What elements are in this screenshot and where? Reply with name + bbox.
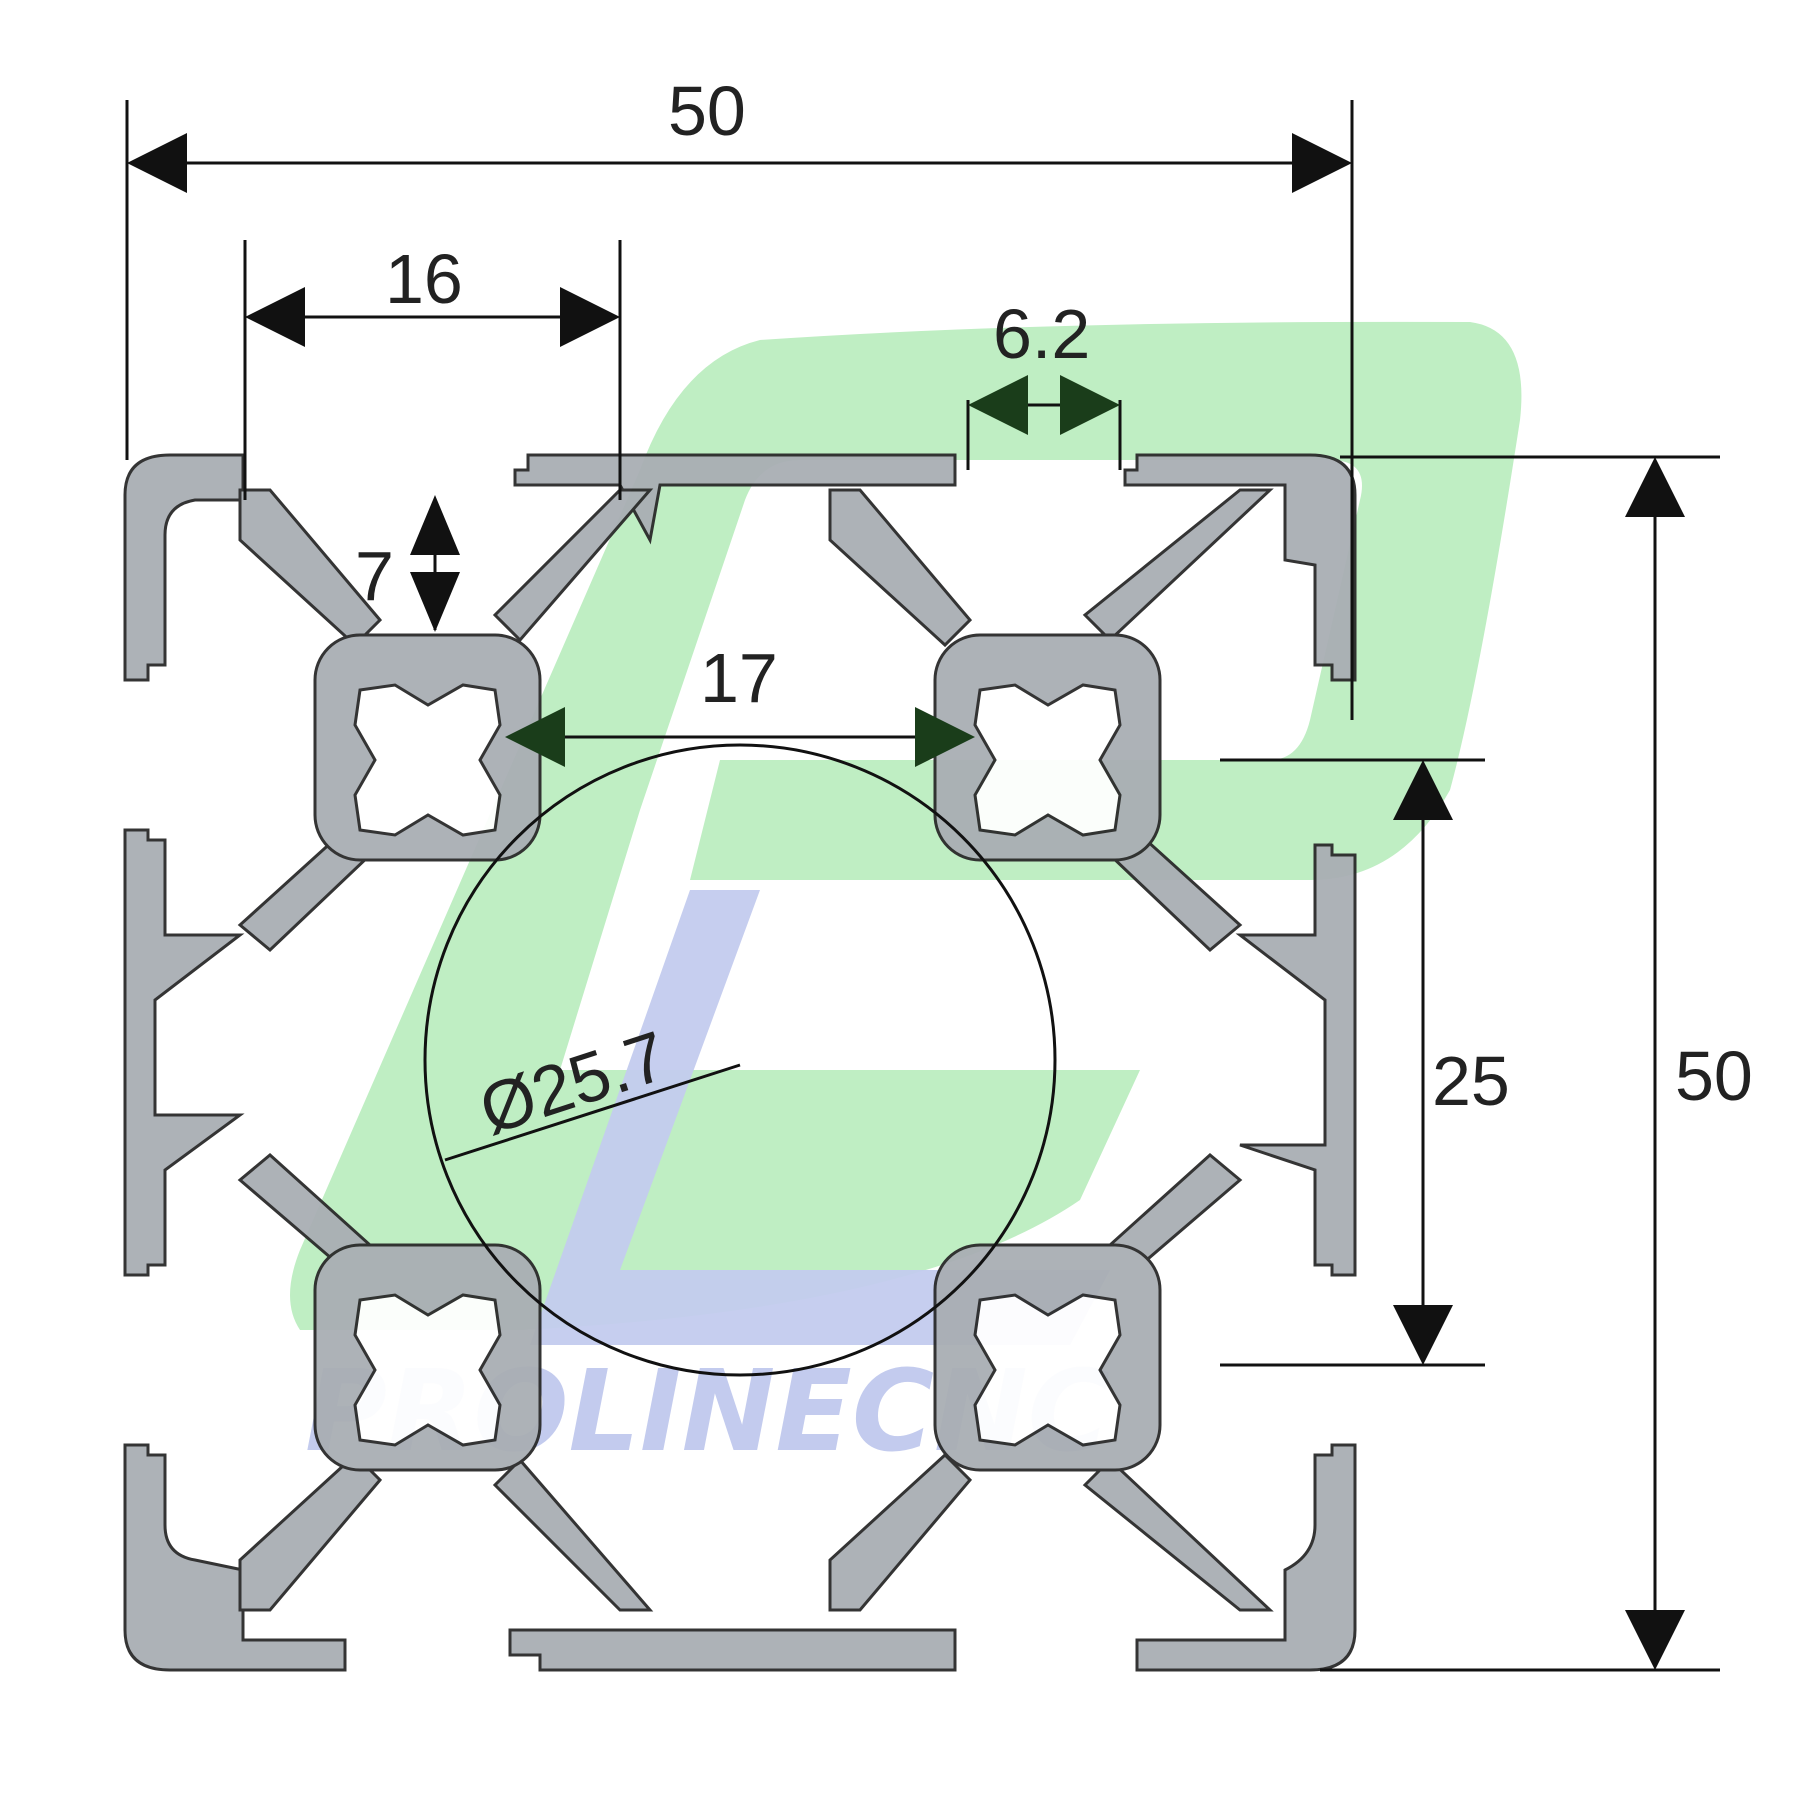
corner-top-right: [1123, 453, 1357, 682]
dimension-overall-height: 50: [1320, 455, 1753, 1672]
flange-top-middle: [513, 453, 957, 545]
web-bottom-middle-left: [492, 1457, 654, 1612]
label-slot-pitch: 16: [385, 240, 463, 318]
dimension-core-spacing: 17: [505, 639, 975, 767]
web-bottom-middle-right: [828, 1452, 973, 1612]
web-bottom-left: [238, 1452, 383, 1612]
core-node-top-right: [933, 633, 1162, 862]
side-wall-right: [1235, 843, 1357, 1277]
web-bottom-right: [1082, 1457, 1274, 1612]
web-top-right: [1082, 488, 1274, 643]
label-core-spacing: 17: [700, 639, 778, 717]
aluminum-profile: [123, 453, 1357, 1672]
flange-bottom-middle: [508, 1628, 957, 1672]
watermark-blue-shape: [530, 890, 1110, 1345]
dimension-overall-width: 50: [125, 72, 1354, 720]
dimension-slot-opening: 6.2: [966, 295, 1122, 470]
web-top-middle-right: [828, 488, 973, 648]
label-overall-height: 50: [1675, 1037, 1753, 1115]
dimension-slot-pitch: 16: [243, 240, 622, 500]
corner-bottom-right: [1135, 1443, 1357, 1672]
dimension-slot-depth: 7: [355, 495, 460, 632]
corner-top-left: [123, 453, 245, 682]
web-top-left: [238, 488, 383, 648]
side-wall-left: [123, 828, 245, 1277]
center-bore-circle: [423, 743, 1057, 1377]
corner-bottom-left: [123, 1443, 347, 1672]
watermark-green-shape: [290, 321, 1522, 1330]
core-node-bottom-left: [313, 1243, 542, 1472]
label-slot-depth: 7: [355, 537, 394, 615]
bore-leader-line: [444, 1063, 741, 1162]
dimension-slot-center-distance: 25: [1220, 758, 1510, 1367]
label-overall-width: 50: [668, 72, 746, 150]
web-top-middle-left: [492, 488, 654, 643]
core-node-bottom-right: [933, 1243, 1162, 1472]
core-node-top-left: [313, 633, 542, 862]
label-slot-opening: 6.2: [993, 295, 1090, 373]
label-slot-center-distance: 25: [1432, 1042, 1510, 1120]
